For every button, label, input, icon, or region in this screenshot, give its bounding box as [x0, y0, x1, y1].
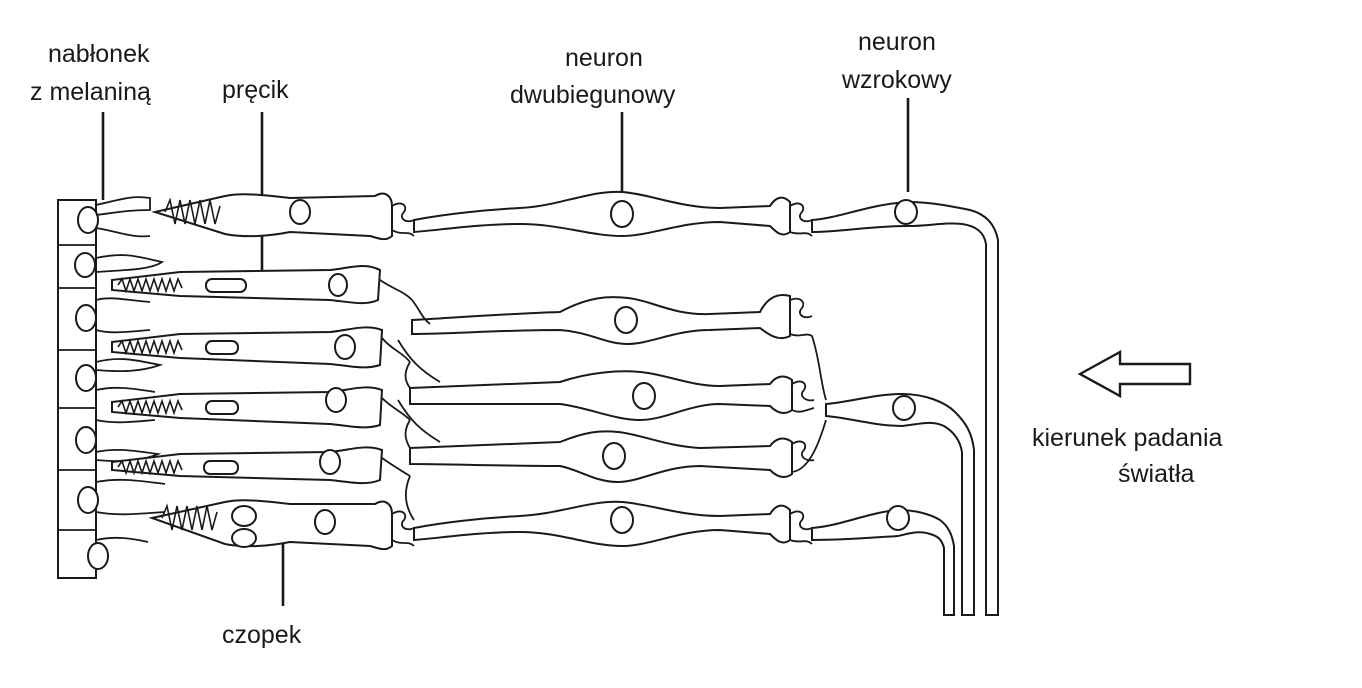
optic-nucleus — [894, 199, 918, 225]
epithelium-nucleus — [75, 304, 97, 332]
bipolar-neuron — [409, 370, 793, 422]
photoreceptor-cone — [151, 192, 393, 241]
rod-nucleus — [319, 449, 341, 475]
epithelium-nucleus — [87, 542, 109, 570]
photoreceptor-cone — [148, 499, 393, 551]
optic-neuron-body — [825, 392, 975, 616]
epithelium-processes — [95, 196, 166, 543]
rod-body — [111, 446, 384, 485]
rod-nucleus — [334, 334, 356, 360]
optic-nucleus — [886, 505, 910, 531]
cone-nucleus — [289, 199, 311, 225]
bipolar-neuron-body — [413, 500, 791, 548]
cone-disks — [161, 503, 218, 531]
epithelium-column — [57, 199, 97, 579]
label-epithelium-line2: z melaniną — [30, 78, 151, 106]
optic-neuron-body — [811, 508, 955, 616]
synapses-outer — [379, 202, 415, 547]
arrow-left-outline-icon — [1077, 349, 1192, 399]
label-optic-line2: wzrokowy — [841, 66, 952, 94]
bipolar-nucleus — [602, 442, 626, 470]
cone-disks — [164, 197, 221, 225]
label-light-line1: kierunek padania — [1032, 424, 1223, 452]
label-cone: czopek — [222, 621, 302, 649]
light-direction-arrow — [1077, 349, 1192, 399]
optic-neuron — [811, 505, 955, 616]
rod-body — [111, 326, 384, 369]
bipolar-dendrite-connectors — [397, 299, 441, 521]
photoreceptor-rod — [111, 446, 384, 485]
bipolar-nucleus — [614, 306, 638, 334]
bipolar-neuron-body — [409, 430, 793, 484]
photoreceptor-rod — [111, 386, 384, 429]
bipolar-neuron — [413, 190, 791, 238]
bipolar-neuron-body — [413, 190, 791, 238]
bipolar-nucleus — [610, 506, 634, 534]
rod-disks — [117, 458, 183, 476]
photoreceptor-rod — [111, 326, 384, 369]
cone-organelle — [231, 505, 257, 527]
leader-lines — [101, 98, 910, 606]
cone-body — [151, 192, 393, 241]
bipolar-neuron-body — [411, 294, 791, 346]
optic-neuron — [825, 392, 975, 616]
epithelium-nucleus — [77, 486, 99, 514]
rod-disks — [117, 276, 183, 294]
bipolar-neuron — [409, 430, 793, 484]
rod-organelle — [205, 400, 239, 415]
optic-neuron — [811, 199, 999, 616]
bipolar-nucleus — [632, 382, 656, 410]
rod-organelle — [205, 340, 239, 355]
epithelium-nucleus — [75, 364, 97, 392]
photoreceptor-rod — [111, 264, 382, 305]
bipolar-neuron-body — [409, 370, 793, 422]
rod-nucleus — [325, 387, 347, 413]
epithelium-nucleus — [75, 426, 97, 454]
rod-nucleus — [328, 273, 348, 297]
epithelium-cell-borders — [58, 244, 96, 531]
label-optic-line1: neuron — [858, 28, 936, 56]
optic-nucleus — [892, 395, 916, 421]
epithelium-nucleus — [74, 252, 96, 278]
cone-organelle — [231, 528, 257, 548]
pigment-epithelium — [57, 196, 166, 579]
label-rod: pręcik — [222, 76, 289, 104]
rod-disks — [117, 338, 183, 356]
label-bipolar-line2: dwubiegunowy — [510, 81, 676, 109]
rod-disks — [117, 398, 183, 416]
label-light-line2: światła — [1118, 460, 1195, 488]
bipolar-neuron — [411, 294, 791, 346]
label-epithelium-line1: nabłonek — [48, 40, 150, 68]
rod-organelle — [203, 460, 239, 475]
bipolar-neuron — [413, 500, 791, 548]
cone-nucleus — [314, 509, 336, 535]
label-bipolar-line1: neuron — [565, 44, 643, 72]
rod-organelle — [205, 278, 247, 293]
synapses-inner — [789, 202, 827, 545]
bipolar-nucleus — [610, 200, 634, 228]
epithelium-nucleus — [77, 206, 99, 234]
